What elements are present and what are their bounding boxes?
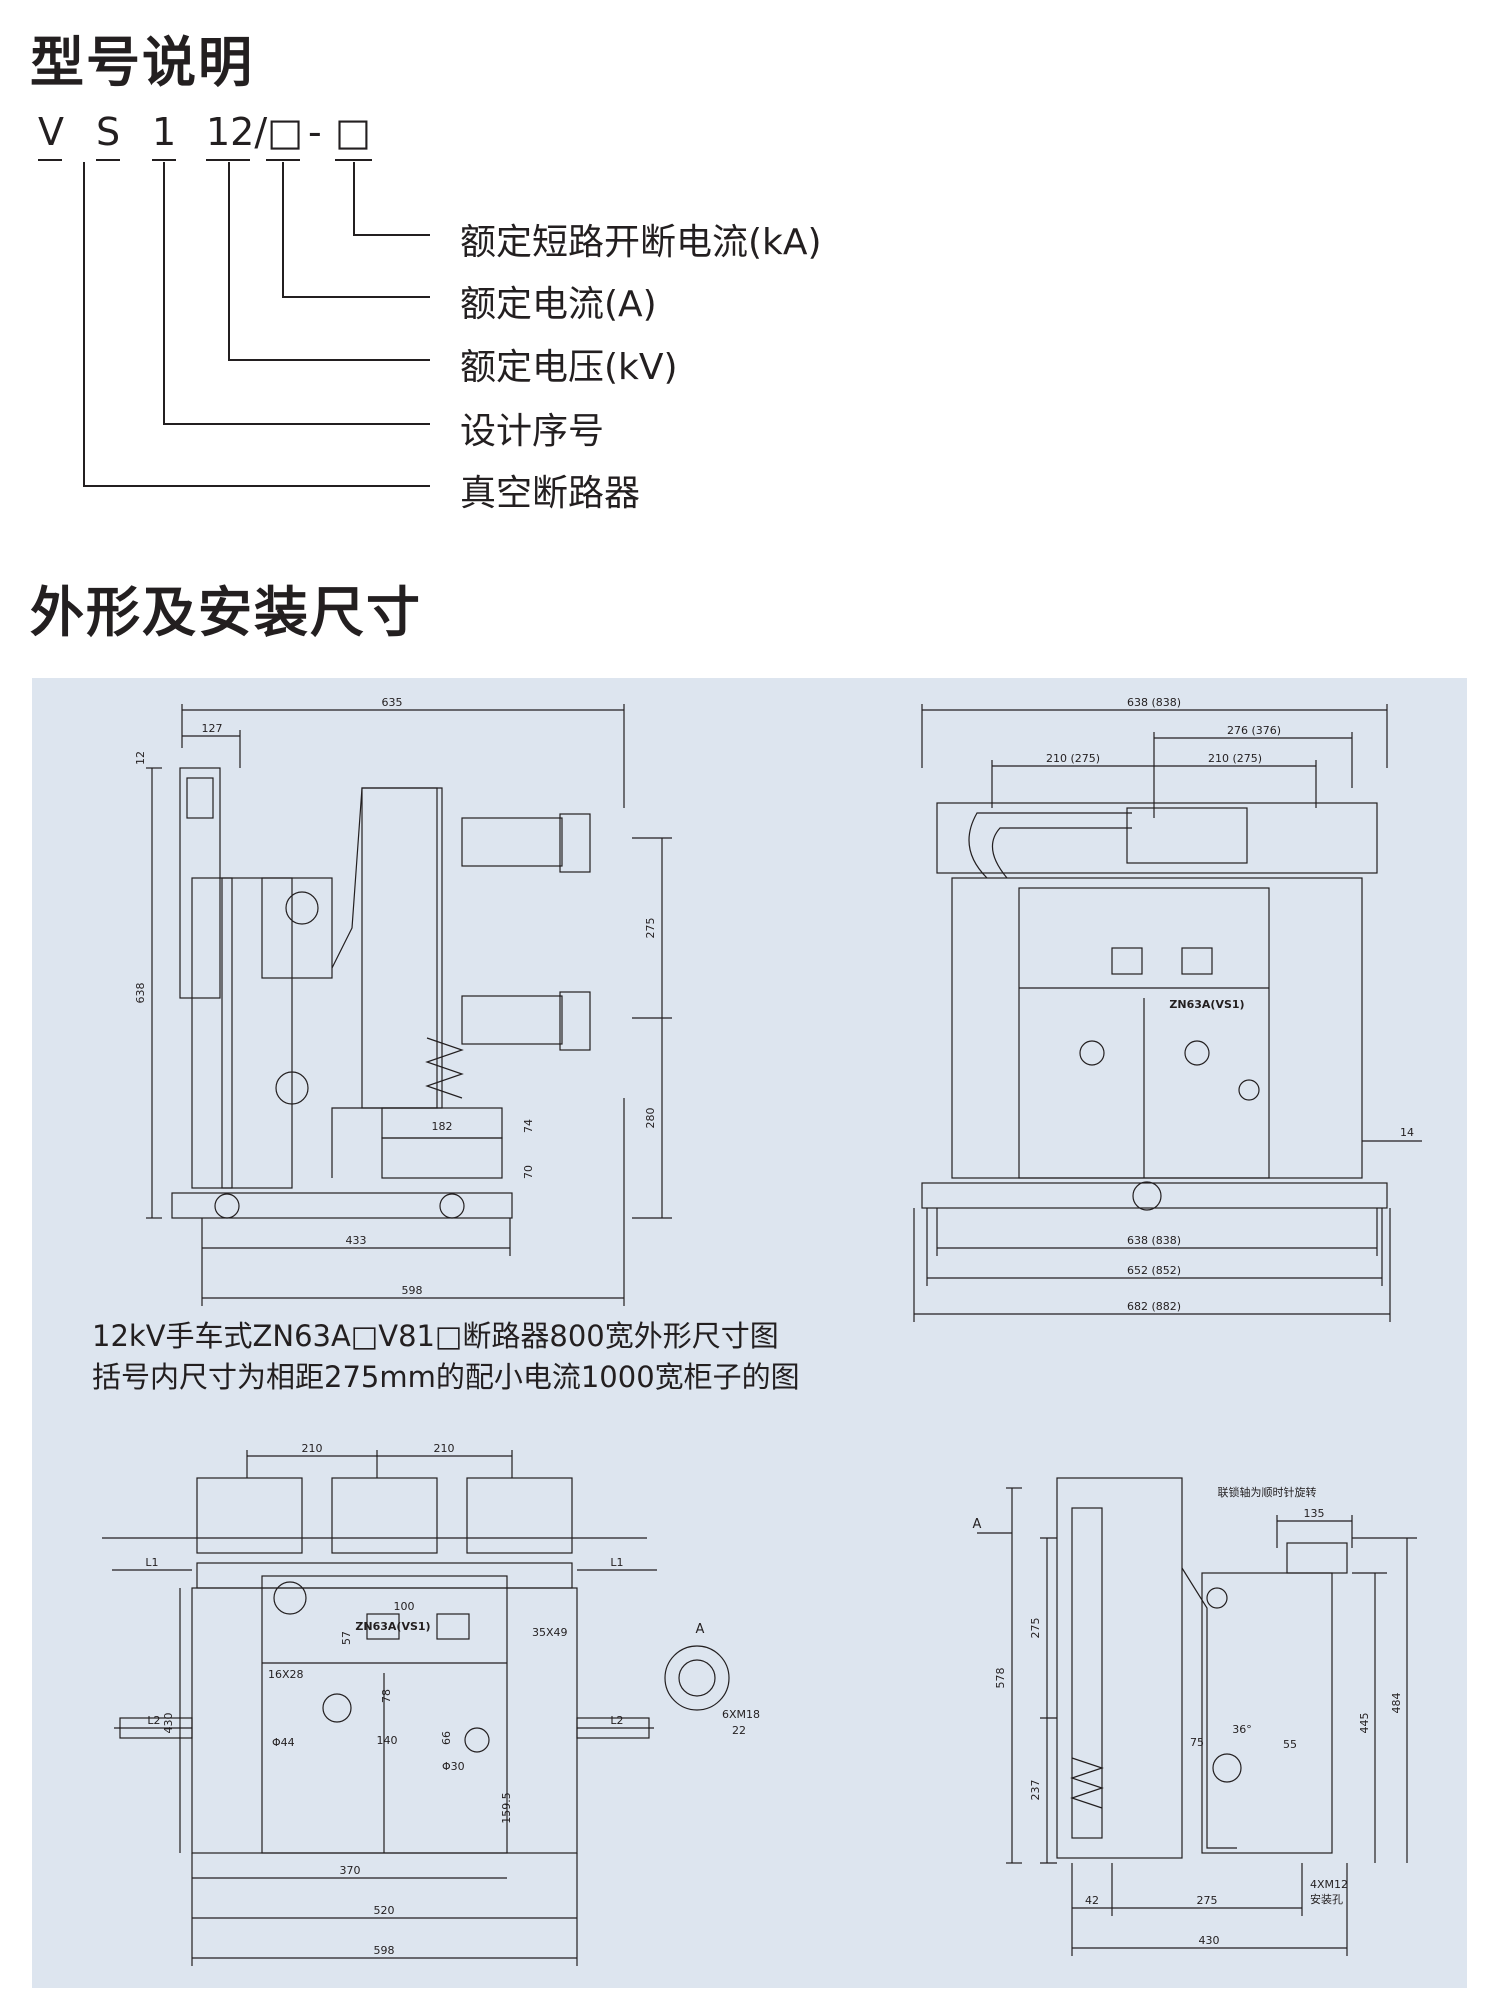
dim-front-276: 276 (376) — [1227, 724, 1281, 737]
dim-bs-578: 578 — [994, 1668, 1007, 1689]
dim-bf-210a: 210 — [302, 1442, 323, 1455]
drawing-bottom-front-view: 210 210 L1 L1 100 35X49 57 16X28 78 Φ44 … — [102, 1442, 760, 1966]
drawing-front-view: 638 (838) 276 (376) 210 (275) 210 (275) … — [913, 696, 1422, 1322]
dim-bf-l2b: L2 — [610, 1714, 623, 1727]
dim-front-638: 638 (838) — [1127, 696, 1181, 709]
legend-vacuum-breaker: 真空断路器 — [460, 473, 641, 514]
legend-rated-current: 额定电流(A) — [460, 284, 657, 325]
dim-bf-l2a: L2 — [147, 1714, 160, 1727]
detail-depth: 22 — [732, 1724, 746, 1737]
dim-bs-36deg: 36° — [1232, 1723, 1252, 1736]
dim-bs-4xm12: 4XM12 — [1310, 1878, 1348, 1891]
dim-bf-phi30: Φ30 — [442, 1760, 465, 1773]
dim-bs-135: 135 — [1304, 1507, 1325, 1520]
caption-line-2: 括号内尺寸为相距275mm的配小电流1000宽柜子的图 — [92, 1360, 800, 1394]
dim-bs-42: 42 — [1085, 1894, 1099, 1907]
dim-bs-75: 75 — [1190, 1736, 1204, 1749]
dim-275: 275 — [644, 918, 657, 939]
legend-design-number: 设计序号 — [460, 411, 605, 452]
dim-bf-l1a: L1 — [145, 1556, 158, 1569]
code-part-dash: - — [308, 110, 322, 154]
dim-bf-598: 598 — [374, 1944, 395, 1957]
dim-front-638b: 638 (838) — [1127, 1234, 1181, 1247]
dim-433: 433 — [346, 1234, 367, 1247]
legend-rated-voltage: 额定电压(kV) — [460, 347, 678, 388]
bf-nameplate: ZN63A(VS1) — [355, 1620, 430, 1633]
legend-breaking-current: 额定短路开断电流(kA) — [460, 222, 822, 263]
detail-a-label: A — [696, 1622, 705, 1637]
dim-bs-430: 430 — [1199, 1934, 1220, 1947]
dim-bf-78: 78 — [380, 1689, 393, 1703]
dim-bf-phi44: Φ44 — [272, 1736, 295, 1749]
caption-line-1: 12kV手车式ZN63A□V81□断路器800宽外形尺寸图 — [92, 1319, 779, 1353]
front-nameplate: ZN63A(VS1) — [1169, 998, 1244, 1011]
dim-bf-66: 66 — [440, 1731, 453, 1745]
dim-bf-57: 57 — [340, 1631, 353, 1645]
dim-12: 12 — [134, 751, 147, 765]
code-part-voltage-current: 12/□ — [206, 110, 304, 154]
code-part-design: 1 — [152, 110, 177, 154]
code-part-s: S — [96, 110, 121, 154]
dim-bf-370: 370 — [340, 1864, 361, 1877]
dim-front-14: 14 — [1400, 1126, 1414, 1139]
dim-bs-445: 445 — [1358, 1713, 1371, 1734]
dim-280: 280 — [644, 1108, 657, 1129]
dim-bs-484: 484 — [1390, 1693, 1403, 1714]
bs-note: 联锁轴为顺时针旋转 — [1218, 1485, 1317, 1499]
code-part-breaking: □ — [335, 110, 371, 154]
dim-bf-140: 140 — [377, 1734, 398, 1747]
dim-bs-mount-hole: 安装孔 — [1310, 1892, 1343, 1906]
dim-front-682: 682 (882) — [1127, 1300, 1181, 1313]
dim-638: 638 — [134, 983, 147, 1004]
drawing-side-view: 635 127 12 638 275 280 182 74 70 433 598 — [134, 696, 672, 1306]
dim-74: 74 — [522, 1119, 535, 1133]
dim-bf-16x28: 16X28 — [268, 1668, 304, 1681]
dim-bf-430: 430 — [162, 1713, 175, 1734]
dim-635: 635 — [382, 696, 403, 709]
detail-bolts: 6XM18 — [722, 1708, 760, 1721]
dim-598: 598 — [402, 1284, 423, 1297]
model-legend-tree — [38, 159, 430, 487]
section-title-model: 型号说明 — [30, 31, 254, 94]
dim-bf-210b: 210 — [434, 1442, 455, 1455]
section-title-dimensions: 外形及安装尺寸 — [30, 581, 422, 644]
dim-bs-275b: 275 — [1197, 1894, 1218, 1907]
dim-front-210b: 210 (275) — [1208, 752, 1262, 765]
dim-bs-275: 275 — [1029, 1618, 1042, 1639]
drawing-bottom-side-view: 联锁轴为顺时针旋转 A 135 275 578 237 445 484 36° … — [973, 1477, 1417, 1956]
dim-182: 182 — [432, 1120, 453, 1133]
dim-bs-55: 55 — [1283, 1738, 1297, 1751]
dim-front-210a: 210 (275) — [1046, 752, 1100, 765]
dim-70: 70 — [522, 1165, 535, 1179]
dim-bf-159-5: 159.5 — [500, 1792, 513, 1824]
dim-bf-100: 100 — [394, 1600, 415, 1613]
drawing-panel: 635 127 12 638 275 280 182 74 70 433 598 — [32, 678, 1467, 1988]
dim-bs-237: 237 — [1029, 1780, 1042, 1801]
dim-bf-l1b: L1 — [610, 1556, 623, 1569]
bs-arrow-a: A — [973, 1517, 982, 1532]
dim-127: 127 — [202, 722, 223, 735]
dim-bf-35x49: 35X49 — [532, 1626, 568, 1639]
code-part-v: V — [38, 110, 64, 154]
dim-front-652: 652 (852) — [1127, 1264, 1181, 1277]
dim-bf-520: 520 — [374, 1904, 395, 1917]
